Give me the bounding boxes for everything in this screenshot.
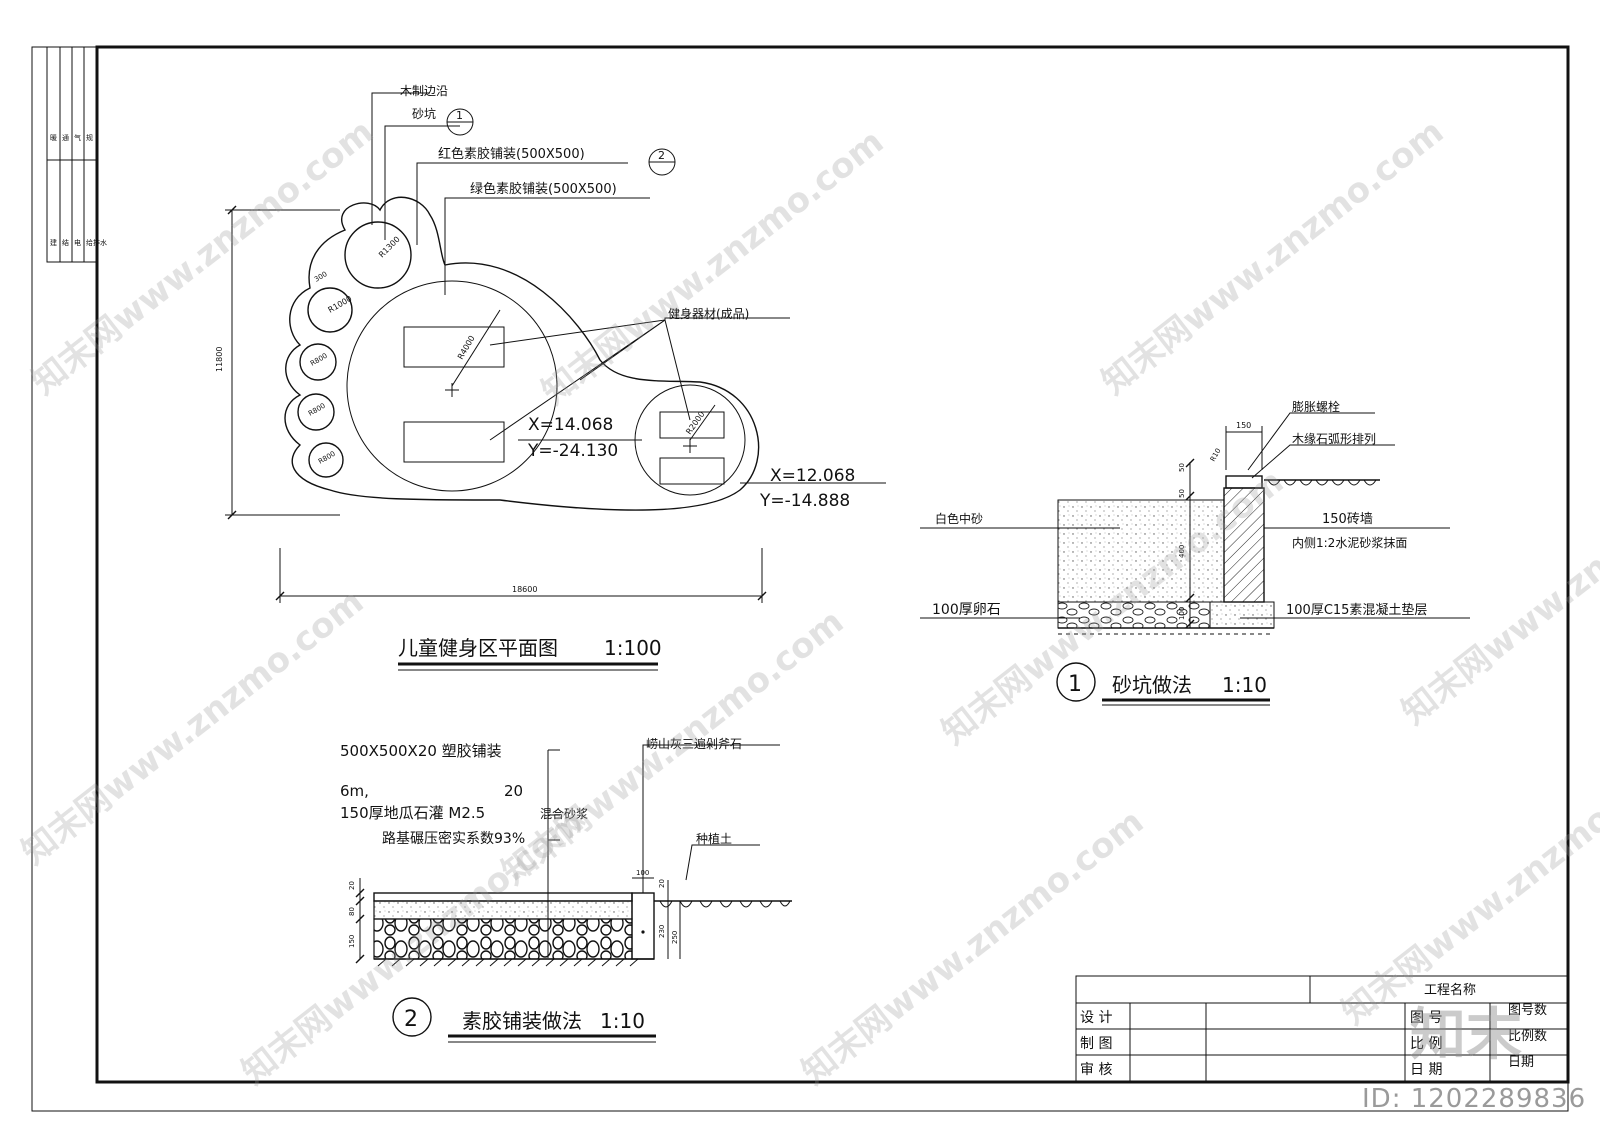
tb-c1: 图 号 [1410,1010,1442,1026]
label-pebble: 100厚卵石 [932,602,1001,618]
tb-review: 审 核 [1080,1062,1112,1078]
znzmo-logo: 知末 [1410,1002,1522,1068]
label-sand: 白色中砂 [935,511,983,526]
label-red-paving: 红色素胶铺装(500X500) [438,146,585,162]
strip-text-4: 给排水 [86,238,107,247]
radius-toe5: R800 [317,450,337,466]
footprint-plan: R4000 R2000 R1300 R1000 R800 R800 R800 3… [215,84,886,671]
tb-date: 日期 [1508,1055,1534,1070]
dim-height: 11800 [215,347,224,372]
paving-label-4: 路基碾压密实系数93% [382,830,525,847]
paving-callout-number: 2 [404,1007,418,1032]
radius-toe1: R1300 [377,235,402,260]
label-wall: 150砖墙 [1322,512,1373,527]
paving-label-2b: 20 [504,782,523,800]
concrete-layer [1209,601,1275,629]
sand-fill [1057,499,1225,603]
radius-toe2: R1000 [327,294,354,315]
coord2-y: Y=-14.888 [759,491,850,511]
paving-dim-250: 250 [671,931,679,944]
dim-width: 18600 [512,585,537,594]
equipment-1 [403,326,505,368]
paving-callout-circle [392,997,432,1037]
paving-label-2a: 6m, [340,782,369,800]
paving-label-2c: 混合砂浆 [540,806,588,821]
paving-dim-80: 80 [348,907,356,916]
coord1-y: Y=-24.130 [527,441,618,461]
toe-circle-2 [307,287,353,333]
paving-dim-20b: 20 [658,879,666,888]
tb-c2: 比 例 [1410,1036,1442,1052]
sandpit-title: 砂坑做法 [1112,673,1192,697]
paving-dim-150: 150 [348,935,356,948]
label-concrete: 100厚C15素混凝土垫层 [1286,602,1427,618]
radius-small: 300 [313,270,329,284]
radius-toe3: R800 [309,352,329,368]
paving-detail: 20 80 150 20 230 250 100 500X500X20 塑胶铺装… [340,737,792,1043]
coord2-x: X=12.068 [770,466,855,486]
label-bolt: 膨胀螺栓 [1292,399,1340,414]
strip-text-1: 建 [50,238,57,247]
paving-label-1: 500X500X20 塑胶铺装 [340,742,502,760]
footprint-outline [284,196,760,511]
strip-text-6: 通 [62,133,69,142]
tb-project: 工程名称 [1424,982,1476,998]
sandpit-callout-circle [1056,662,1096,702]
paving-label-3: 150厚地瓜石灌 M2.5 [340,804,485,822]
sandpit-detail: 50 50 400 100 R10 150 膨胀螺栓 木缘石弧形排列 白色中砂 … [920,399,1470,706]
coord1-x: X=14.068 [528,415,613,435]
strip-text-7: 气 [74,133,81,142]
tb-drawing: 制 图 [1080,1036,1112,1052]
tb-sheet-no: 图号数 [1508,1003,1547,1018]
callout-2-number: 2 [658,149,665,162]
left-signature-strip: 建 结 电 给排水 暖 通 气 规 [46,46,107,263]
tb-c3: 日 期 [1410,1062,1442,1078]
equipment-2 [403,421,505,463]
dim-r10: R10 [1209,447,1223,463]
dim-400: 400 [1178,545,1186,558]
sandpit-callout-number: 1 [1068,672,1082,697]
sandpit-scale: 1:10 [1222,673,1267,697]
dim-50b: 50 [1178,489,1186,498]
strip-text-2: 结 [62,238,69,247]
callout-1-number: 1 [456,109,463,122]
paving-label-soil: 种植土 [696,831,732,846]
dim-50a: 50 [1178,463,1186,472]
strip-text-3: 电 [74,238,81,247]
label-wood-edge: 木制边沿 [400,84,448,98]
toe-circle-4 [297,393,335,431]
strip-text-5: 暖 [50,134,57,142]
wood-curb [1225,475,1263,489]
label-green-paving: 绿色素胶铺装(500X500) [470,181,617,197]
paving-dim-20a: 20 [348,881,356,890]
plan-scale: 1:100 [604,636,662,660]
dim-150: 150 [1236,421,1251,430]
tb-design: 设 计 [1080,1010,1112,1026]
label-wood-curb: 木缘石弧形排列 [1292,432,1376,446]
paving-scale: 1:10 [600,1009,645,1033]
paving-dim-230: 230 [658,925,666,938]
dim-100: 100 [1178,607,1186,620]
radius-toe4: R800 [307,402,327,418]
paving-title: 素胶铺装做法 [462,1009,582,1033]
label-sandpit: 砂坑 [412,106,436,121]
plan-title: 儿童健身区平面图 [398,636,558,660]
image-id: ID: 1202289836 [1362,1084,1587,1114]
label-plaster: 内侧1:2水泥砂浆抹面 [1292,535,1407,550]
toe-circle-5 [308,442,344,478]
strip-text-8: 规 [86,133,93,142]
title-block: 工程名称 设 计 制 图 审 核 图 号 比 例 日 期 图号数 比例数 日期 [1075,975,1569,1083]
toe-circle-1 [344,221,412,289]
tb-scale-no: 比例数 [1508,1029,1547,1044]
paving-label-stone: 崂山灰三遍剁斧石 [646,737,742,751]
inner-frame [95,45,1570,1084]
label-fitness: 健身器材(成品) [668,306,749,321]
curb-stone [631,892,655,960]
toe-circle-3 [299,343,337,381]
equipment-4 [659,457,725,485]
radius-big: R4000 [456,334,477,361]
big-fitness-circle [346,280,558,492]
